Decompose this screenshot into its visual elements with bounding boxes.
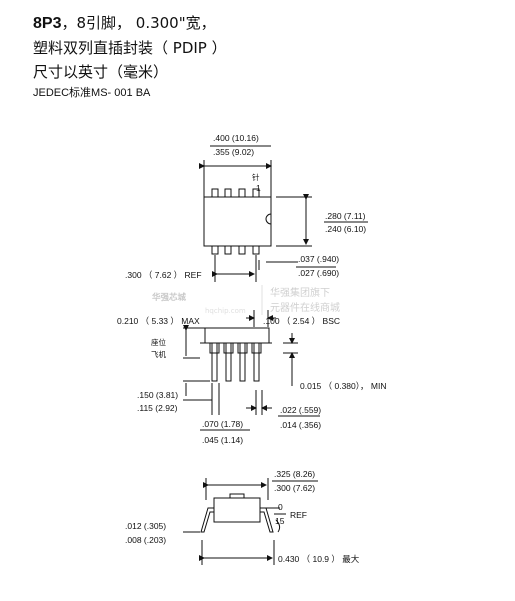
title-line-3: 尺寸以英寸（毫米） <box>33 63 169 81</box>
side-pin <box>253 342 260 382</box>
end-angle-ref: REF <box>290 510 307 520</box>
top-notch <box>265 213 272 225</box>
lead-len-max: .150 (3.81) <box>137 390 178 400</box>
end-lead-left <box>200 507 214 533</box>
overall-label: 0.430 （ 10.9 ） 最大 <box>278 554 360 564</box>
top-body <box>203 196 272 247</box>
end-thick-min: .008 (.203) <box>125 535 166 545</box>
end-lead-right <box>260 507 274 533</box>
side-pin <box>239 342 246 382</box>
bottom-pin <box>224 245 232 255</box>
side-pin <box>211 342 218 382</box>
lead-wide-max: .070 (1.78) <box>202 419 243 429</box>
side-pin-shoulder <box>251 342 262 354</box>
side-pin-shoulder <box>237 342 248 354</box>
end-width-min: .300 (7.62) <box>274 483 315 493</box>
pin1-label: 针 <box>252 172 260 182</box>
end-width-max: .325 (8.26) <box>274 469 315 479</box>
standoff-label: 0.015 （ 0.380）， MIN <box>300 381 386 391</box>
title-line-1-rest: ，8引脚， 0.300"宽， <box>61 14 216 32</box>
end-angle-min: 0 <box>278 502 283 512</box>
watermark-logo: 华强芯城 <box>152 292 187 303</box>
pin1-number: 1 <box>256 183 261 193</box>
ref-spacing: .300 （ 7.62 ） REF <box>125 270 202 280</box>
lead-width-max: .037 (.940) <box>298 254 339 264</box>
end-angle-max: 15 <box>275 516 285 526</box>
lead-thick-min: .014 (.356) <box>280 420 321 430</box>
end-angle-arc <box>275 519 281 533</box>
top-pin <box>238 188 246 198</box>
top-pin <box>252 188 260 198</box>
pitch-label: .100 （ 2.54 ） BSC <box>263 316 340 326</box>
top-pin <box>211 188 219 198</box>
side-pin <box>225 342 232 382</box>
end-view <box>183 478 318 565</box>
bottom-pin <box>238 245 246 255</box>
package-code: 8P3 <box>33 15 62 32</box>
watermark: 华强芯城 hqchip.com 华强集团旗下 元器件在线商城 <box>152 285 340 315</box>
side-pin-shoulder <box>209 342 220 354</box>
top-height-max: .280 (7.11) <box>325 211 366 221</box>
side-height-max: 0.210 （ 5.33 ） MAX <box>117 316 200 326</box>
top-width-min: .355 (9.02) <box>213 147 254 157</box>
bottom-pin <box>252 245 260 255</box>
watermark-line-a: 华强集团旗下 <box>270 286 330 299</box>
top-height-min: .240 (6.10) <box>325 224 366 234</box>
top-width-max: .400 (10.16) <box>213 133 259 143</box>
top-pin <box>224 188 232 198</box>
end-top-bump <box>229 493 245 499</box>
end-thick-max: .012 (.305) <box>125 521 166 531</box>
side-view <box>183 310 320 431</box>
watermark-site: hqchip.com <box>205 307 246 315</box>
title-line-1: 8P3，8引脚， 0.300"宽， <box>33 12 216 33</box>
title-line-2: 塑料双列直插封装（ PDIP ） <box>33 39 227 57</box>
seating-plane-a: 座位 <box>151 337 166 347</box>
seating-plane-b: 飞机 <box>151 349 166 359</box>
side-body <box>204 327 270 344</box>
side-pin-shoulder <box>223 342 234 354</box>
lead-thick-max: .022 (.559) <box>280 405 321 415</box>
top-view <box>199 145 368 282</box>
standard-line: JEDEC标准MS- 001 BA <box>33 87 151 99</box>
bottom-pin <box>211 245 219 255</box>
end-body <box>213 497 261 523</box>
lead-len-min: .115 (2.92) <box>137 403 178 413</box>
watermark-line-b: 元器件在线商城 <box>270 301 340 314</box>
lead-wide-min: .045 (1.14) <box>202 435 243 445</box>
lead-width-min: .027 (.690) <box>298 268 339 278</box>
